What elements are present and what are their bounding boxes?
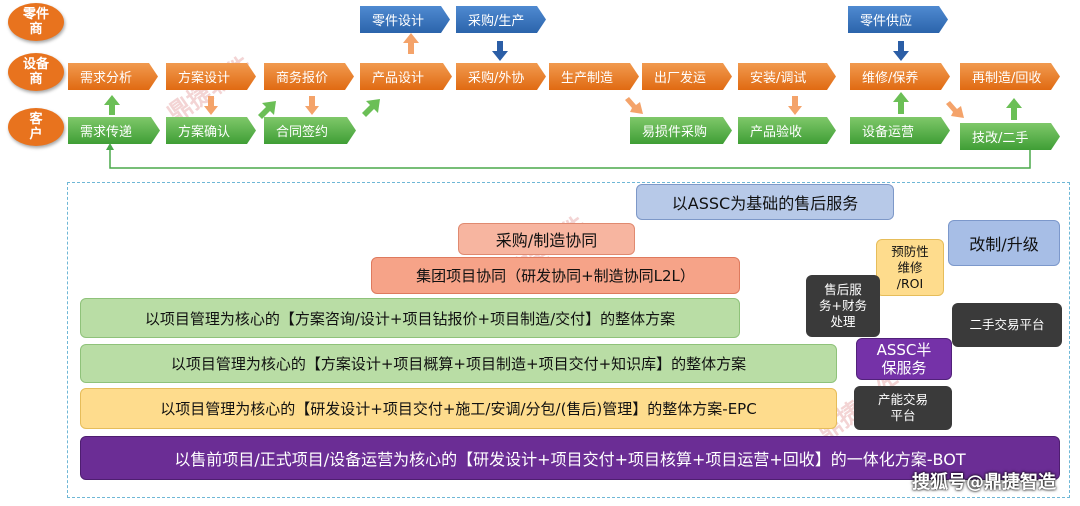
- step-shipping[interactable]: 出厂发运: [642, 63, 732, 90]
- assc-service-box[interactable]: 以ASSC为基础的售后服务: [636, 184, 894, 220]
- step-remanufacture[interactable]: 再制造/回收: [960, 63, 1060, 90]
- arrow-down-icon: [893, 41, 909, 61]
- arrow-up-icon: [893, 92, 909, 114]
- step-business-quote[interactable]: 商务报价: [264, 63, 354, 90]
- preventive-maintenance-box[interactable]: 预防性 维修 /ROI: [876, 239, 944, 296]
- role-equipment-vendor: 设备 商: [8, 53, 64, 91]
- step-equipment-operation[interactable]: 设备运营: [850, 117, 950, 144]
- arrow-down-icon: [305, 96, 319, 115]
- arrow-down-icon: [492, 41, 508, 61]
- step-demand-transfer[interactable]: 需求传递: [68, 117, 160, 144]
- second-hand-platform-box[interactable]: 二手交易平台: [952, 303, 1062, 347]
- step-install-debug[interactable]: 安装/调试: [738, 63, 836, 90]
- step-parts-design[interactable]: 零件设计: [360, 6, 450, 33]
- arrow-diag-icon: [946, 101, 964, 118]
- source-credit: 搜狐号@鼎捷智造: [912, 472, 1056, 493]
- step-parts-supply[interactable]: 零件供应: [848, 6, 948, 33]
- step-product-design[interactable]: 产品设计: [360, 63, 452, 90]
- solution-bar-4-bot[interactable]: 以售前项目/正式项目/设备运营为核心的【研发设计+项目交付+项目核算+项目运营+…: [80, 436, 1060, 480]
- solutions-panel: [67, 182, 1070, 498]
- role-customer: 客 户: [8, 108, 64, 146]
- solution-bar-3-epc[interactable]: 以项目管理为核心的【研发设计+项目交付+施工/安调/分包/(售后)管理】的整体方…: [80, 388, 837, 429]
- flow-arrows: [104, 33, 1031, 169]
- role-parts-supplier: 零件 商: [8, 3, 64, 41]
- after-sales-finance-box[interactable]: 售后服 务+财务 处理: [806, 275, 880, 337]
- assc-half-warranty-box[interactable]: ASSC半 保服务: [856, 338, 952, 380]
- capacity-trading-box[interactable]: 产能交易 平台: [854, 386, 952, 430]
- procurement-collab-box[interactable]: 采购/制造协同: [458, 223, 635, 255]
- arrow-diag-icon: [258, 101, 276, 119]
- upgrade-box[interactable]: 改制/升级: [948, 220, 1060, 266]
- step-manufacturing[interactable]: 生产制造: [549, 63, 639, 90]
- step-demand-analysis[interactable]: 需求分析: [68, 63, 158, 90]
- step-spare-purchase[interactable]: 易损件采购: [630, 117, 732, 144]
- step-plan-design[interactable]: 方案设计: [166, 63, 256, 90]
- arrow-diag-icon: [362, 99, 380, 117]
- step-purchase-outsource[interactable]: 采购/外协: [456, 63, 546, 90]
- arrow-down-icon: [788, 96, 802, 115]
- arrow-up-icon: [104, 95, 120, 115]
- feedback-loop-line: [109, 148, 1031, 169]
- step-product-acceptance[interactable]: 产品验收: [738, 117, 836, 144]
- step-contract-sign[interactable]: 合同签约: [264, 117, 356, 144]
- arrow-up-icon: [106, 143, 114, 150]
- arrow-diag-icon: [625, 97, 643, 114]
- step-retrofit[interactable]: 技改/二手: [960, 123, 1060, 150]
- step-maintenance[interactable]: 维修/保养: [850, 63, 950, 90]
- group-collab-box[interactable]: 集团项目协同（研发协同+制造协同L2L）: [371, 257, 740, 294]
- arrow-down-icon: [204, 96, 218, 115]
- arrow-up-icon: [403, 33, 419, 54]
- step-purchase-production[interactable]: 采购/生产: [456, 6, 546, 33]
- solution-bar-1[interactable]: 以项目管理为核心的【方案咨询/设计+项目钻报价+项目制造/交付】的整体方案: [80, 298, 740, 338]
- step-plan-confirm[interactable]: 方案确认: [166, 117, 256, 144]
- arrow-up-icon: [1006, 98, 1022, 120]
- solution-bar-2[interactable]: 以项目管理为核心的【方案设计+项目概算+项目制造+项目交付+知识库】的整体方案: [80, 344, 837, 383]
